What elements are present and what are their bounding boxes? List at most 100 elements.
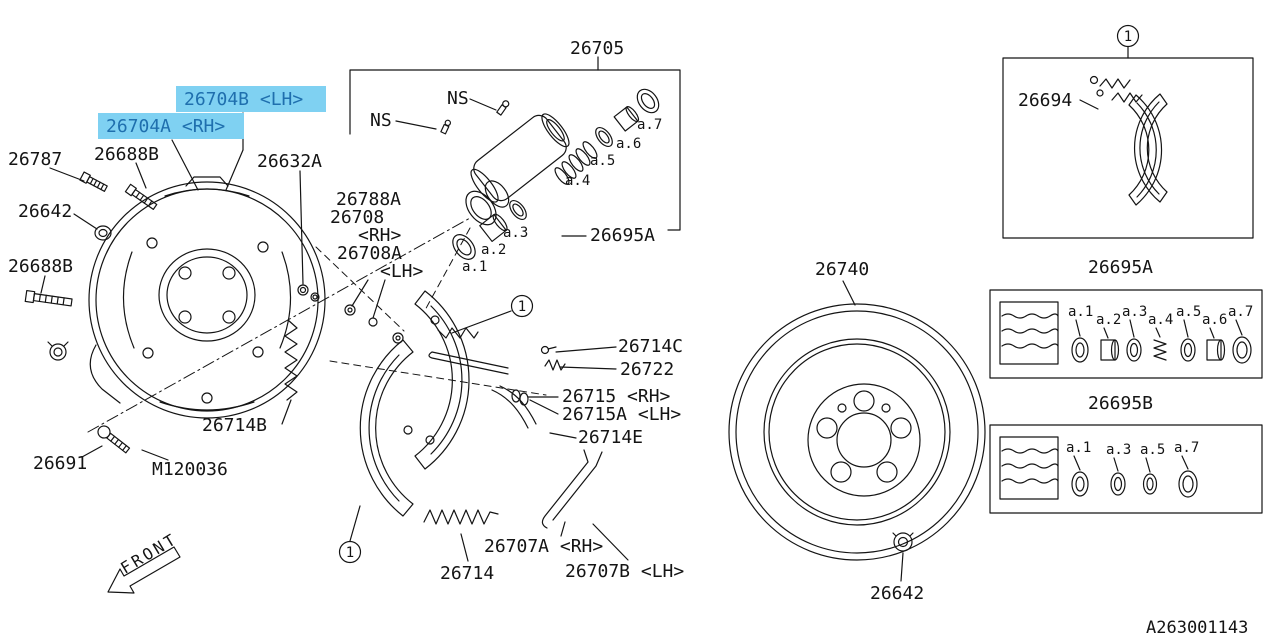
label-alpha-a6: a.6 xyxy=(616,136,641,152)
label-26714C: 26714C xyxy=(618,336,683,357)
backing-plate xyxy=(88,176,326,419)
label-26788A: 26788A xyxy=(336,189,401,210)
highlight-26704B xyxy=(176,86,326,112)
kit-a-item-a1 xyxy=(1071,337,1089,363)
kit-b-ticks xyxy=(1073,455,1189,473)
label-26695A-box: 26695A xyxy=(1088,257,1153,278)
center-lines xyxy=(87,217,547,433)
kit-a-label-a4: a.4 xyxy=(1148,312,1173,328)
kit-a-label-a2: a.2 xyxy=(1096,312,1121,328)
kit-a-item-a3 xyxy=(1126,338,1142,362)
wheel-cylinder-box xyxy=(349,69,681,231)
label-26694: 26694 xyxy=(1018,90,1072,111)
label-alpha-a1: a.1 xyxy=(462,259,487,275)
label-26707B-lh: 26707B <LH> xyxy=(565,561,684,582)
kit-b-item-a7 xyxy=(1178,470,1198,498)
part-a5-cup xyxy=(595,126,613,148)
spring-26722 xyxy=(544,359,566,371)
lever-26714E xyxy=(491,385,537,429)
bolt-26691 xyxy=(97,425,131,454)
ns-fitting xyxy=(440,119,452,135)
washers-26708 xyxy=(344,304,378,327)
leader-lines xyxy=(40,46,1129,582)
kit-b-label-a3: a.3 xyxy=(1106,442,1131,458)
highlight-26704A xyxy=(98,113,244,139)
label-26688B-top: 26688B xyxy=(94,144,159,165)
cap-26642-bottom xyxy=(892,532,914,552)
boot-ring xyxy=(484,180,510,208)
label-26642-bottom: 26642 xyxy=(870,583,924,604)
kit-packet-b xyxy=(999,436,1059,500)
highlighted-labels: 26704B <LH> 26704A <RH> xyxy=(98,86,326,139)
adjuster-lever-26707 xyxy=(541,449,603,529)
label-26715-rh: 26715 <RH> xyxy=(562,386,671,407)
callout-1-bottom xyxy=(338,540,362,564)
label-26708A: 26708A xyxy=(337,243,402,264)
label-alpha-a2: a.2 xyxy=(481,242,506,258)
callout-1-box-number: 1 xyxy=(1124,29,1132,45)
part-a2-piston xyxy=(479,213,508,243)
cylinder-kit-box-26695A xyxy=(989,289,1263,379)
label-26707A-rh: 26707A <RH> xyxy=(484,536,603,557)
label-26704B-lh[interactable]: 26704B <LH> xyxy=(184,89,303,110)
upper-return-spring xyxy=(437,327,479,339)
kit-a-label-a7: a.7 xyxy=(1228,304,1253,320)
adjuster-strut xyxy=(428,351,509,375)
callout-1-center-number: 1 xyxy=(518,299,526,315)
cylinder-kit-box-26695B xyxy=(989,424,1263,514)
label-26714: 26714 xyxy=(440,563,494,584)
callout-1-center xyxy=(510,294,534,318)
label-m120036: M120036 xyxy=(152,459,228,480)
kit-b-label-a5: a.5 xyxy=(1140,442,1165,458)
bolt-26787 xyxy=(79,171,108,192)
callout-1-bottom-number: 1 xyxy=(346,545,354,561)
label-26787: 26787 xyxy=(8,149,62,170)
label-26714E: 26714E xyxy=(578,427,643,448)
diagram-artwork xyxy=(24,24,1263,594)
adjuster-parts xyxy=(491,345,603,529)
label-26705: 26705 xyxy=(570,38,624,59)
part-a6-piston xyxy=(613,106,640,132)
front-arrow xyxy=(107,546,181,594)
wheel-cylinder-body xyxy=(470,113,570,203)
label-ns-bottom: NS xyxy=(370,110,392,131)
shoe-spring-26714B xyxy=(284,319,298,401)
label-26715A-lh: 26715A <LH> xyxy=(562,404,681,425)
label-26740: 26740 xyxy=(815,259,869,280)
lower-return-spring-26714 xyxy=(423,509,499,525)
brake-shoe-right xyxy=(414,290,470,470)
label-26642-left: 26642 xyxy=(18,201,72,222)
part-a1-boot xyxy=(452,234,476,260)
brake-drum xyxy=(728,303,986,561)
kit-b-item-a1 xyxy=(1071,471,1089,497)
kit-b-item-a5 xyxy=(1142,473,1158,495)
kit-a-item-a5 xyxy=(1180,338,1196,362)
part-a7-boot xyxy=(636,88,660,114)
clip-rings-26632A xyxy=(297,284,320,302)
grommet-26691-area xyxy=(47,341,69,361)
label-ns-top: NS xyxy=(447,88,469,109)
hold-down-pin xyxy=(392,332,404,344)
label-26695B-box: 26695B xyxy=(1088,393,1153,414)
label-alpha-a4: a.4 xyxy=(565,173,590,189)
label-26708A-lh: <LH> xyxy=(380,261,424,282)
label-26704A-rh[interactable]: 26704A <RH> xyxy=(106,116,225,137)
label-alpha-a5: a.5 xyxy=(590,153,615,169)
kit-b-label-a7: a.7 xyxy=(1174,440,1199,456)
kit-a-label-a5: a.5 xyxy=(1176,304,1201,320)
label-26708: 26708 xyxy=(330,207,384,228)
bolt-26688B-top xyxy=(124,183,158,210)
brake-shoe-left xyxy=(359,339,414,517)
label-26708-rh: <RH> xyxy=(358,225,402,246)
pin-26714C xyxy=(540,345,557,355)
bleeder-fitting xyxy=(496,100,510,116)
label-26691: 26691 xyxy=(33,453,87,474)
label-26632A: 26632A xyxy=(257,151,322,172)
part-a3-cup xyxy=(509,199,527,221)
kit-a-label-a3: a.3 xyxy=(1122,304,1147,320)
kit-b-item-a3 xyxy=(1110,472,1126,496)
kit-a-ticks xyxy=(1075,319,1243,339)
kit-a-item-a4 xyxy=(1153,339,1167,361)
